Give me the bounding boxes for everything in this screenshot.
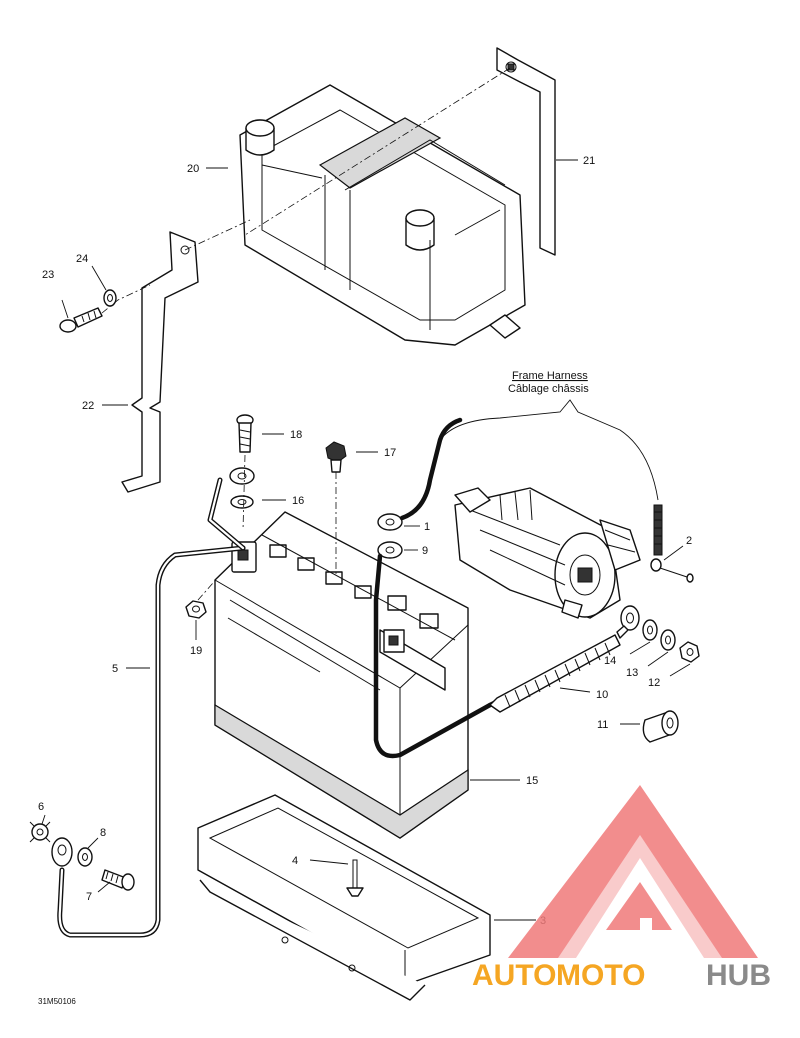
callout-1: 1 <box>424 521 430 533</box>
callout-16: 16 <box>292 495 304 507</box>
callout-23: 23 <box>42 269 54 281</box>
callout-10: 10 <box>596 689 608 701</box>
alignment-line-top <box>244 67 511 236</box>
callout-19: 19 <box>190 645 202 657</box>
callout-22: 22 <box>82 400 94 412</box>
ring-terminal-top <box>229 467 255 485</box>
watermark-moto: MOTO <box>556 959 645 992</box>
washer-13 <box>660 629 676 651</box>
callout-18: 18 <box>290 429 302 441</box>
screw-7 <box>101 869 135 891</box>
bracket-left <box>121 231 199 493</box>
screw-23 <box>59 307 103 333</box>
leader-lines <box>41 159 691 921</box>
callout-17: 17 <box>384 447 396 459</box>
nut-12 <box>679 641 700 663</box>
nut-19 <box>185 600 207 619</box>
washer-16 <box>230 495 254 509</box>
callout-13: 13 <box>626 667 638 679</box>
bolt-2 <box>650 504 694 583</box>
callout-8: 8 <box>100 827 106 839</box>
callout-5: 5 <box>112 663 118 675</box>
screw-18 <box>236 414 254 453</box>
harness-label-fr: Câblage châssis <box>508 383 589 395</box>
logo-triangle-icon <box>508 785 758 958</box>
callout-12: 12 <box>648 677 660 689</box>
bolt-17 <box>325 441 347 473</box>
battery-cover <box>239 84 526 346</box>
callout-2: 2 <box>686 535 692 547</box>
battery-tray <box>197 794 491 1001</box>
drawing-code: 31M50106 <box>38 997 76 1006</box>
callout-numbers: 20 21 22 23 24 18 17 16 1 9 2 5 19 15 3 … <box>38 155 692 927</box>
harness-wire <box>399 417 463 521</box>
ring-terminal-1 <box>377 513 403 531</box>
watermark-hub: HUB <box>706 959 771 992</box>
tie-4 <box>346 859 364 897</box>
starter-motor <box>454 487 641 619</box>
callout-6: 6 <box>38 801 44 813</box>
watermark-logo <box>508 785 758 958</box>
washer-8 <box>77 847 93 867</box>
positive-cable <box>373 553 493 759</box>
callout-24: 24 <box>76 253 88 265</box>
terminal-boot-11 <box>642 710 679 743</box>
harness-label-en: Frame Harness <box>512 370 588 382</box>
watermark-auto: AUTO <box>472 959 556 992</box>
battery <box>214 511 469 839</box>
alignment-line-left <box>184 219 251 251</box>
ring-terminal-bottom <box>51 837 73 867</box>
callout-9: 9 <box>422 545 428 557</box>
lock-washer-6 <box>29 821 51 843</box>
callout-7: 7 <box>86 891 92 903</box>
ring-terminal-9 <box>377 541 403 559</box>
callout-4: 4 <box>292 855 298 867</box>
callout-20: 20 <box>187 163 199 175</box>
callout-14: 14 <box>604 655 616 667</box>
washer-14 <box>642 619 658 641</box>
callout-15: 15 <box>526 775 538 787</box>
starter-cable <box>487 605 640 713</box>
callout-11: 11 <box>597 719 608 731</box>
callout-21: 21 <box>583 155 595 167</box>
